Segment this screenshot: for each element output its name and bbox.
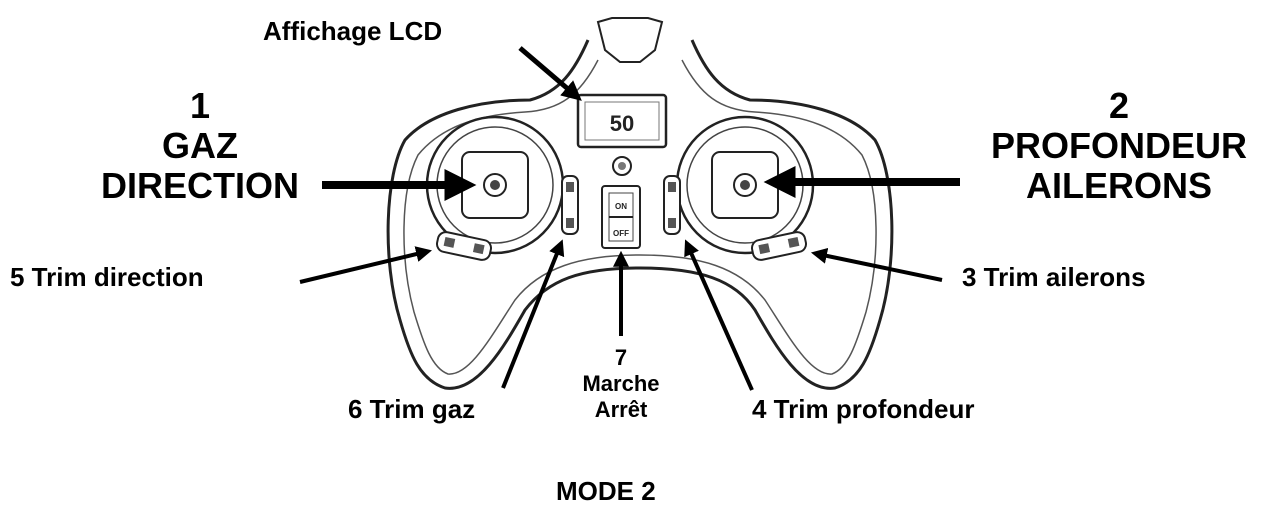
- mode-label: MODE 2: [556, 476, 656, 506]
- power-label: 7 Marche Arrêt: [566, 345, 676, 423]
- controller-inner-outline: [403, 59, 877, 375]
- arrow-lcd: [518, 46, 582, 101]
- trim-direction-label: 5 Trim direction: [10, 262, 204, 292]
- trim-ailerons-label: 3 Trim ailerons: [962, 262, 1146, 292]
- controller-body: [596, 17, 664, 63]
- arrow-trim-direction: [299, 246, 433, 284]
- lcd-value: 50: [610, 111, 634, 136]
- power-line2: Arrêt: [594, 397, 648, 422]
- left-stick-line1: GAZ: [162, 125, 238, 166]
- controller-outline: [386, 39, 894, 390]
- switch-off-label: OFF: [613, 229, 629, 238]
- lcd-label: Affichage LCD: [263, 16, 443, 46]
- right-stick-label: 2 PROFONDEUR AILERONS: [969, 86, 1269, 206]
- right-stick-line1: PROFONDEUR: [990, 125, 1247, 166]
- right-stick-number: 2: [1108, 85, 1130, 126]
- right-stick-line2: AILERONS: [1025, 165, 1212, 206]
- left-stick-line2: DIRECTION: [101, 165, 299, 206]
- switch-on-label: ON: [615, 202, 627, 211]
- trim-profondeur-label: 4 Trim profondeur: [752, 394, 975, 424]
- trim-gaz-label: 6 Trim gaz: [348, 394, 476, 424]
- left-stick-label: 1 GAZ DIRECTION: [100, 86, 300, 206]
- power-line1: Marche: [582, 371, 660, 396]
- arrow-trim-ailerons: [810, 247, 943, 282]
- arrow-trim-profondeur: [684, 239, 754, 391]
- arrow-trim-gaz: [501, 239, 565, 389]
- power-number: 7: [614, 345, 628, 370]
- lcd-screen: [576, 93, 668, 149]
- left-stick-number: 1: [189, 85, 211, 126]
